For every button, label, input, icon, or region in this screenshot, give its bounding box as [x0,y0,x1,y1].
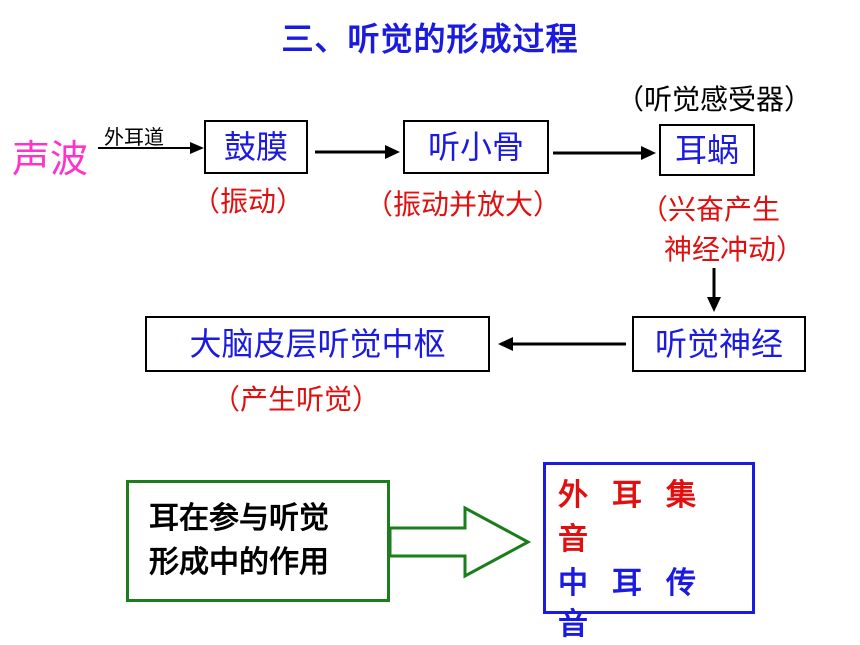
ear-role-box: 耳在参与听觉 形成中的作用 [126,480,390,602]
receptor-note: （听觉感受器） [616,83,813,116]
cochlea-note-line1: （兴奋产生 [640,193,781,226]
auditory-nerve-label: 听觉神经 [654,325,783,363]
cochlea-box: 耳蜗 [659,124,755,176]
eardrum-label: 鼓膜 [223,128,288,166]
middle-ear-char1: 中 [558,566,588,601]
outer-ear-char2: 耳 [612,478,642,513]
hollow-right-arrow-icon [388,505,532,579]
cochlea-label: 耳蜗 [674,131,739,169]
eardrum-note: （振动） [192,185,305,218]
ossicles-label: 听小骨 [427,128,524,166]
arrow-eardrum-to-ossicles-head [385,145,400,159]
arrow-cochlea-to-nerve-head [707,297,721,312]
arrow-nerve-to-cortex-head [498,337,513,351]
cochlea-note-line2: 神经冲动） [664,233,805,266]
eardrum-box: 鼓膜 [204,120,308,174]
middle-ear-char2: 耳 [612,566,642,601]
page-title: 三、听觉的形成过程 [281,20,579,58]
ear-functions-box: 外 耳 集 音 中 耳 传 [543,462,755,614]
ear-canal-arrow-head [190,142,204,154]
outer-ear-char1: 外 [558,478,588,513]
ear-role-line1: 耳在参与听觉 [149,501,329,536]
sound-wave-label: 声波 [12,137,89,181]
middle-ear-char3: 传 [666,566,696,601]
auditory-nerve-box: 听觉神经 [632,316,806,372]
auditory-cortex-label: 大脑皮层听觉中枢 [189,325,446,363]
ear-canal-label: 外耳道 [104,125,164,149]
outer-ear-char3: 集 [666,478,696,513]
ossicles-note: （振动并放大） [365,188,562,221]
auditory-cortex-box: 大脑皮层听觉中枢 [145,316,490,372]
arrow-ossicles-to-cochlea-head [641,146,656,160]
middle-ear-char4: 音 [558,607,588,642]
ossicles-box: 听小骨 [403,120,549,174]
cortex-note: （产生听觉） [212,383,381,416]
outer-ear-char4: 音 [558,522,588,557]
ear-role-line2: 形成中的作用 [149,545,329,580]
